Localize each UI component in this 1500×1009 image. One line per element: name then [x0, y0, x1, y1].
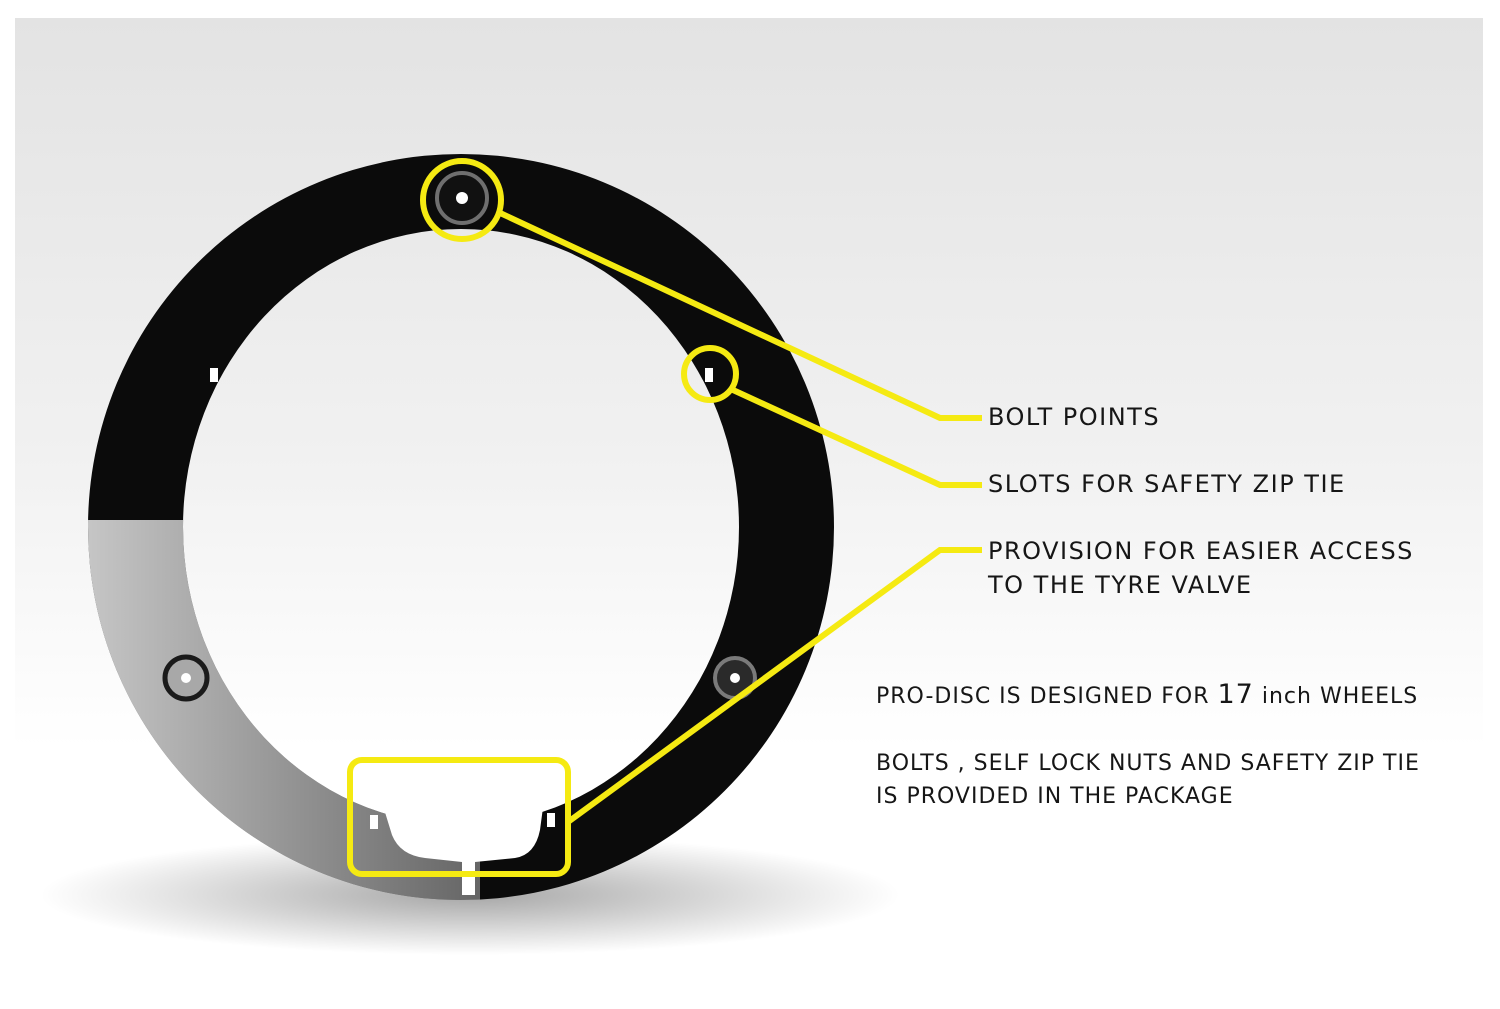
note-package-line1: BOLTS , SELF LOCK NUTS AND SAFETY ZIP TI… — [876, 751, 1420, 776]
zip-tie-slot-icon — [210, 368, 218, 382]
disc-glare — [88, 520, 480, 900]
zip-tie-slot-icon — [705, 368, 713, 382]
bolt-leader-line — [496, 209, 982, 421]
note-wheel-size: PRO-DISC IS DESIGNED FOR 17 inch WHEELS — [876, 678, 1418, 713]
valve-leader-line — [566, 547, 982, 825]
bolt-icon — [162, 654, 210, 702]
bolt-highlight-circle — [420, 158, 504, 242]
callout-zip-tie-slots: SLOTS FOR SAFETY ZIP TIE — [988, 470, 1346, 498]
callout-valve-access-line1: PROVISION FOR EASIER ACCESS — [988, 537, 1414, 565]
zip-tie-slot-icon — [547, 813, 555, 827]
note-wheel-size-suffix: WHEELS — [1319, 684, 1419, 709]
note-package-line2: IS PROVIDED IN THE PACKAGE — [876, 784, 1234, 809]
bolt-icon — [435, 171, 489, 225]
callout-bolt-points: BOLT POINTS — [988, 403, 1161, 431]
valve-highlight-box — [347, 757, 571, 877]
zip-tie-slot-icon — [370, 815, 378, 829]
slot-leader-line — [731, 387, 982, 488]
valve-notch-cutout — [372, 770, 548, 895]
note-wheel-size-value: 17 — [1217, 679, 1254, 710]
callout-valve-access-line2: TO THE TYRE VALVE — [988, 571, 1253, 599]
slot-highlight-circle — [681, 345, 739, 403]
note-wheel-size-unit: inch — [1253, 684, 1320, 709]
note-wheel-size-prefix: PRO-DISC IS DESIGNED FOR — [876, 684, 1218, 709]
